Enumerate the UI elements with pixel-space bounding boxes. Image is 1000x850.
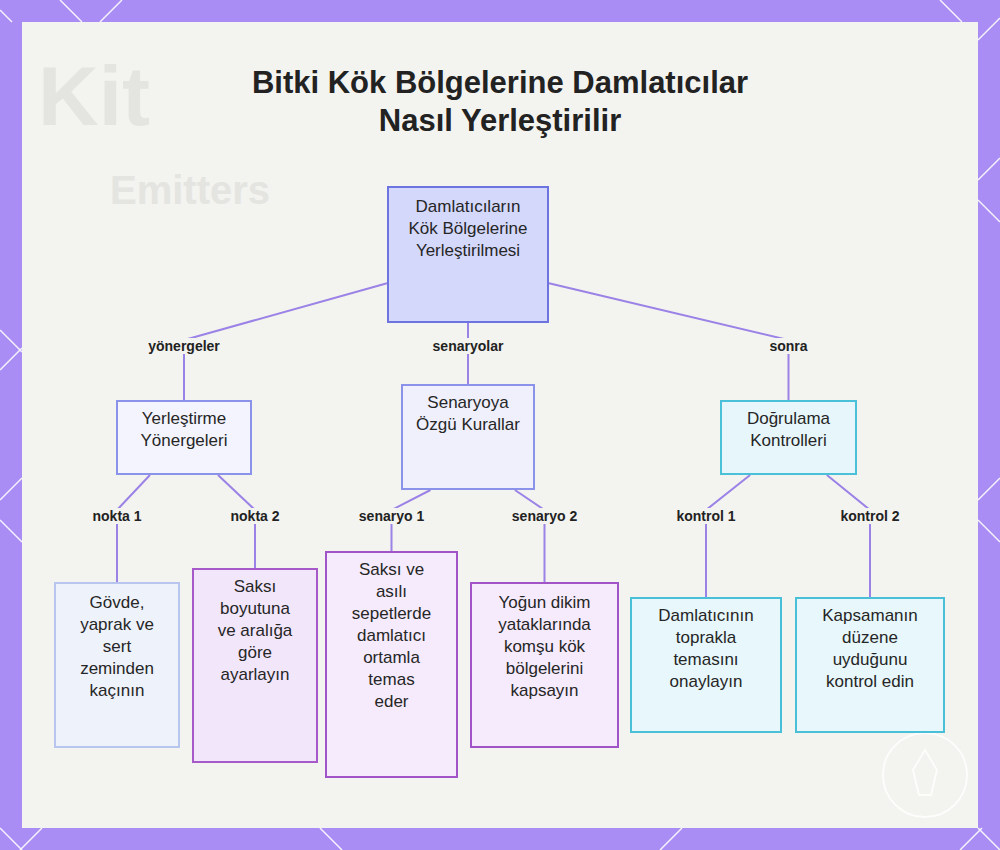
category-box: Yerleştirme Yönergeleri: [116, 400, 252, 475]
node-text: Yerleştirme Yönergeleri: [129, 408, 239, 452]
node-text: Yoğun dikim yataklarında komşu kök bölge…: [493, 592, 597, 702]
edge-label: senaryolar: [430, 338, 507, 354]
detail-box: Kapsamanın düzene uyduğunu kontrol edin: [795, 597, 945, 733]
detail-box: Saksı ve asılı sepetlerde damlatıcı orta…: [325, 551, 458, 778]
diagram-title: Bitki Kök Bölgelerine Damlatıcılar Nasıl…: [220, 64, 780, 140]
node-text: Kapsamanın düzene uyduğunu kontrol edin: [814, 605, 926, 693]
detail-box: Gövde, yaprak ve sert zeminden kaçının: [54, 582, 180, 748]
edge-label: yönergeler: [145, 338, 223, 354]
edge-label: kontrol 2: [837, 508, 902, 524]
node-text: Saksı boyutuna ve aralığa göre ayarlayın: [211, 576, 299, 686]
category-box: Senaryoya Özgü Kurallar: [401, 384, 535, 490]
watermark-text: Kit: [38, 48, 150, 145]
edge-label: nokta 1: [89, 508, 144, 524]
node-text: Senaryoya Özgü Kurallar: [413, 392, 523, 436]
connector-line: [549, 283, 789, 400]
watermark-text: Emitters: [110, 168, 270, 213]
edge-label: sonra: [766, 338, 810, 354]
detail-box: Yoğun dikim yataklarında komşu kök bölge…: [470, 582, 619, 748]
connector-line: [706, 475, 750, 597]
node-text: Saksı ve asılı sepetlerde damlatıcı orta…: [351, 559, 433, 713]
detail-box: Saksı boyutuna ve aralığa göre ayarlayın: [192, 568, 318, 763]
connector-line: [117, 475, 150, 582]
connector-line: [515, 490, 545, 582]
edge-label: senaryo 2: [509, 508, 580, 524]
node-text: Damlatıcıların Kök Bölgelerine Yerleştir…: [403, 196, 533, 262]
edge-label: kontrol 1: [673, 508, 738, 524]
edge-label: senaryo 1: [356, 508, 427, 524]
node-text: Damlatıcının toprakla temasını onaylayın: [650, 605, 762, 693]
node-text: Gövde, yaprak ve sert zeminden kaçının: [74, 592, 160, 702]
edge-label: nokta 2: [227, 508, 282, 524]
detail-box: Damlatıcının toprakla temasını onaylayın: [630, 597, 782, 733]
connector-line: [827, 475, 870, 597]
root-box: Damlatıcıların Kök Bölgelerine Yerleştir…: [387, 186, 549, 323]
category-box: Doğrulama Kontrolleri: [720, 400, 857, 475]
node-text: Doğrulama Kontrolleri: [734, 408, 844, 452]
